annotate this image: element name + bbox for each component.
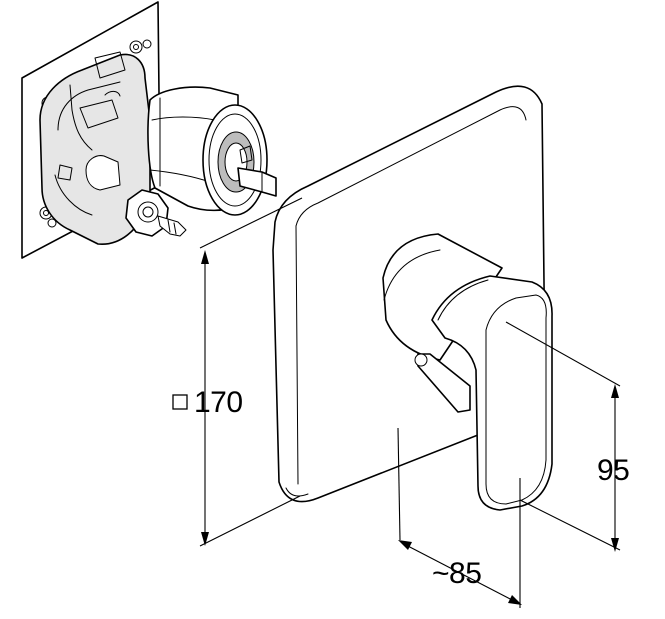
handle-body [382,233,503,361]
projection-dimension-line [403,543,517,603]
plate-size-value: 170 [194,386,243,419]
handle-shaft [417,353,471,413]
lever-blade-face [485,294,547,505]
rough-in-valve-body [21,1,277,259]
dimension-lines [199,197,621,608]
cover-plate-bevel [295,106,527,227]
lever-height-value: 95 [597,454,629,487]
lever-blade [431,275,553,511]
projection-value: ~85 [432,557,481,590]
dimension-labels: 170 95 ~85 [172,386,630,590]
lever-handle [382,233,553,511]
square-symbol-icon [172,394,188,410]
